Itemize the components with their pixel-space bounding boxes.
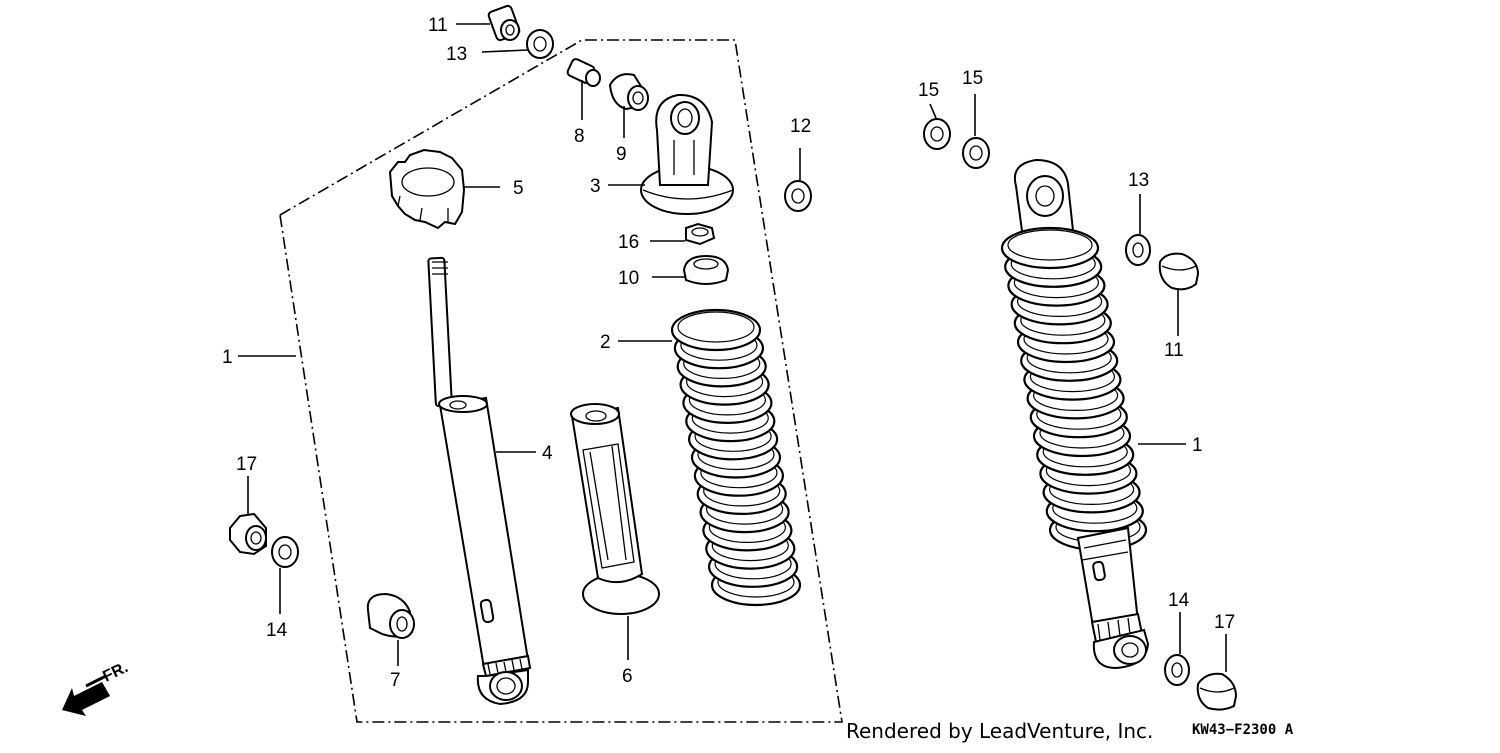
callout-8: 8 [574,126,585,147]
stopper-plate-part [388,148,466,230]
cap-nut-part [1196,672,1238,711]
front-arrow-icon [62,682,110,716]
callout-4: 4 [542,443,553,464]
render-credit: Rendered by LeadVenture, Inc. [846,719,1153,743]
callout-15: 15 [962,68,983,89]
callout-15: 15 [918,80,939,101]
collar-part [566,58,601,87]
callout-13: 13 [446,44,467,65]
callout-2: 2 [600,332,611,353]
assembly-boundary [279,39,843,723]
spring-guide-part [570,403,660,615]
spring-coil [1000,226,1100,270]
shock-absorber-assembly [1000,158,1150,670]
front-direction-indicator: FR. [62,659,131,716]
washer-part [923,118,951,150]
rubber-bushing-part [682,254,730,285]
spring-part [670,308,802,607]
washer-part [526,29,554,59]
callout-12: 12 [790,116,811,137]
callout-3: 3 [590,176,601,197]
callout-14: 14 [266,620,288,641]
nut-part [685,222,716,246]
callout-1: 1 [1192,435,1203,456]
upper-joint-part [640,93,734,215]
bushing-part [608,73,649,111]
lower-bushing-part [366,592,415,639]
diagram-code: KW43−F2300 A [1192,722,1294,738]
callout-10: 10 [618,268,639,289]
cap-nut-part [229,512,267,556]
callout-9: 9 [616,144,627,165]
spring-coil [670,308,762,352]
callout-5: 5 [513,178,524,199]
callout-16: 16 [618,232,639,253]
washer-part [271,536,299,568]
spring-coil-inner [677,311,755,343]
callout-1: 1 [222,347,233,368]
callout-13: 13 [1128,170,1149,191]
callout-6: 6 [622,666,633,687]
washer-part [1125,234,1151,266]
cap-nut-part [487,4,521,42]
front-label: FR. [100,659,131,686]
washer-part [784,180,812,212]
callout-17: 17 [236,454,257,475]
callout-11: 11 [428,15,448,36]
washer-part [1164,654,1190,686]
spring-coil-inner [1007,229,1093,261]
callout-11: 11 [1164,340,1184,361]
callout-7: 7 [390,670,401,691]
leader-lines [238,23,1227,672]
callout-14: 14 [1168,590,1190,611]
damper-part [427,256,532,706]
cap-nut-part [1158,252,1200,291]
callout-17: 17 [1214,612,1235,633]
washer-part [962,137,990,169]
